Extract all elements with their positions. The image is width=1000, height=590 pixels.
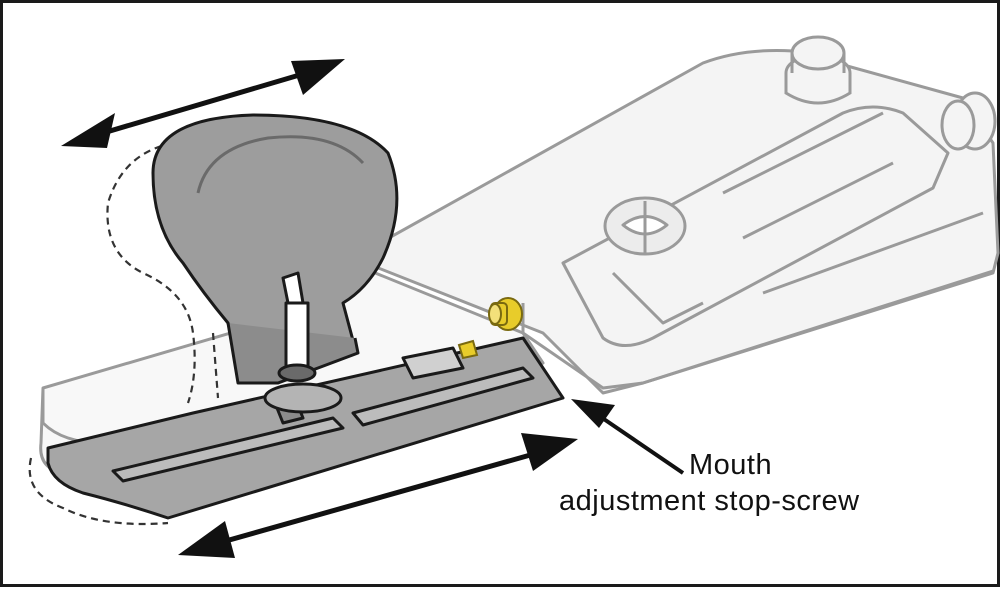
alternate-position-outline (28, 141, 220, 526)
cap-screw (784, 35, 852, 105)
callout-arrow-icon (571, 399, 685, 475)
block-plane-illustration (28, 35, 1000, 558)
adjustable-mouth-plate (46, 336, 565, 520)
front-knob (151, 113, 399, 414)
rear-screw (940, 91, 997, 151)
double-arrow-knob-icon (61, 59, 345, 148)
callout-line-2: adjustment stop-screw (559, 485, 860, 517)
double-arrow-sole-icon (178, 433, 578, 558)
stop-screw (457, 297, 523, 360)
callout-line-1: Mouth (689, 449, 773, 481)
callout-label: Mouth adjustment stop-screw (559, 447, 939, 519)
